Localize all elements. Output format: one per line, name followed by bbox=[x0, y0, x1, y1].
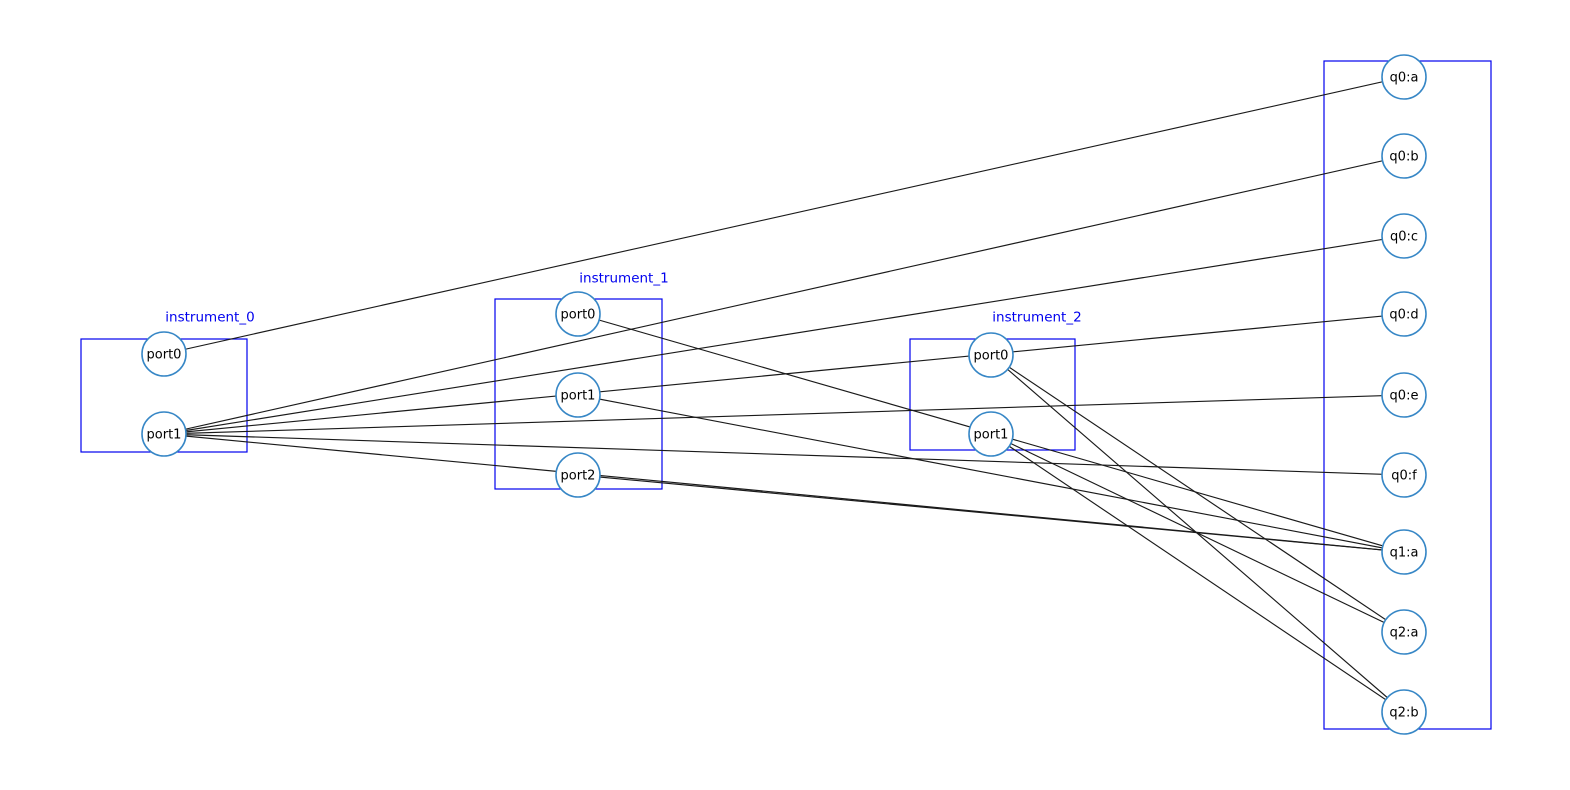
node-instrument_1-port0-circle bbox=[555, 291, 601, 337]
node-q1:a-circle bbox=[1381, 529, 1427, 575]
node-q0:b-label: q0:b bbox=[1389, 150, 1418, 165]
edge-instrument_2.port1--q2:b bbox=[990, 433, 1405, 713]
node-q1:a-label: q1:a bbox=[1390, 546, 1419, 561]
node-instrument_0-port1-label: port1 bbox=[147, 428, 182, 443]
node-instrument_1-port2-circle bbox=[555, 452, 601, 498]
node-q0:f-label: q0:f bbox=[1391, 469, 1417, 484]
node-instrument_1-port1-circle bbox=[555, 372, 601, 418]
node-instrument_1-port2-label: port2 bbox=[561, 469, 596, 484]
instrument_2-title: instrument_2 bbox=[992, 310, 1081, 326]
node-q0:c-label: q0:c bbox=[1390, 230, 1418, 245]
node-instrument_2-port0-label: port0 bbox=[974, 349, 1009, 364]
node-instrument_2-port1-circle bbox=[968, 411, 1014, 457]
node-q0:e-label: q0:e bbox=[1390, 389, 1419, 404]
edge-instrument_0.port1--q0:e bbox=[163, 394, 1405, 435]
node-q0:a-label: q0:a bbox=[1390, 71, 1419, 86]
edge-instrument_0.port1--q0:f bbox=[163, 433, 1405, 476]
node-q2:a-circle bbox=[1381, 609, 1427, 655]
node-q2:b-circle bbox=[1381, 689, 1427, 735]
edge-instrument_2.port0--q2:a bbox=[990, 354, 1405, 633]
edge-instrument_2.port1--q2:a bbox=[990, 433, 1405, 633]
edge-instrument_0.port1--q0:c bbox=[163, 235, 1405, 435]
node-instrument_0-port1-circle bbox=[141, 411, 187, 457]
node-q0:a-circle bbox=[1381, 54, 1427, 100]
node-q0:e-circle bbox=[1381, 372, 1427, 418]
node-instrument_2-port1-label: port1 bbox=[974, 428, 1009, 443]
node-instrument_1-port0-label: port0 bbox=[561, 308, 596, 323]
edge-instrument_1.port1--q1:a bbox=[577, 394, 1405, 553]
edge-instrument_0.port1--q0:b bbox=[163, 155, 1405, 435]
instrument_0-title: instrument_0 bbox=[165, 310, 254, 326]
node-instrument_1-port1-label: port1 bbox=[561, 389, 596, 404]
node-instrument_2-port0-circle bbox=[968, 332, 1014, 378]
edge-instrument_0.port1--q0:d bbox=[163, 313, 1405, 435]
node-q2:b-label: q2:b bbox=[1389, 706, 1418, 721]
node-instrument_0-port0-circle bbox=[141, 331, 187, 377]
node-q0:b-circle bbox=[1381, 133, 1427, 179]
node-q0:d-label: q0:d bbox=[1389, 308, 1418, 323]
node-q0:c-circle bbox=[1381, 213, 1427, 259]
node-instrument_0-port0-label: port0 bbox=[147, 348, 182, 363]
node-q0:f-circle bbox=[1381, 452, 1427, 498]
node-q0:d-circle bbox=[1381, 291, 1427, 337]
edge-instrument_0.port0--q0:a bbox=[163, 76, 1405, 355]
instrument_1-title: instrument_1 bbox=[579, 271, 668, 287]
node-q2:a-label: q2:a bbox=[1390, 626, 1419, 641]
